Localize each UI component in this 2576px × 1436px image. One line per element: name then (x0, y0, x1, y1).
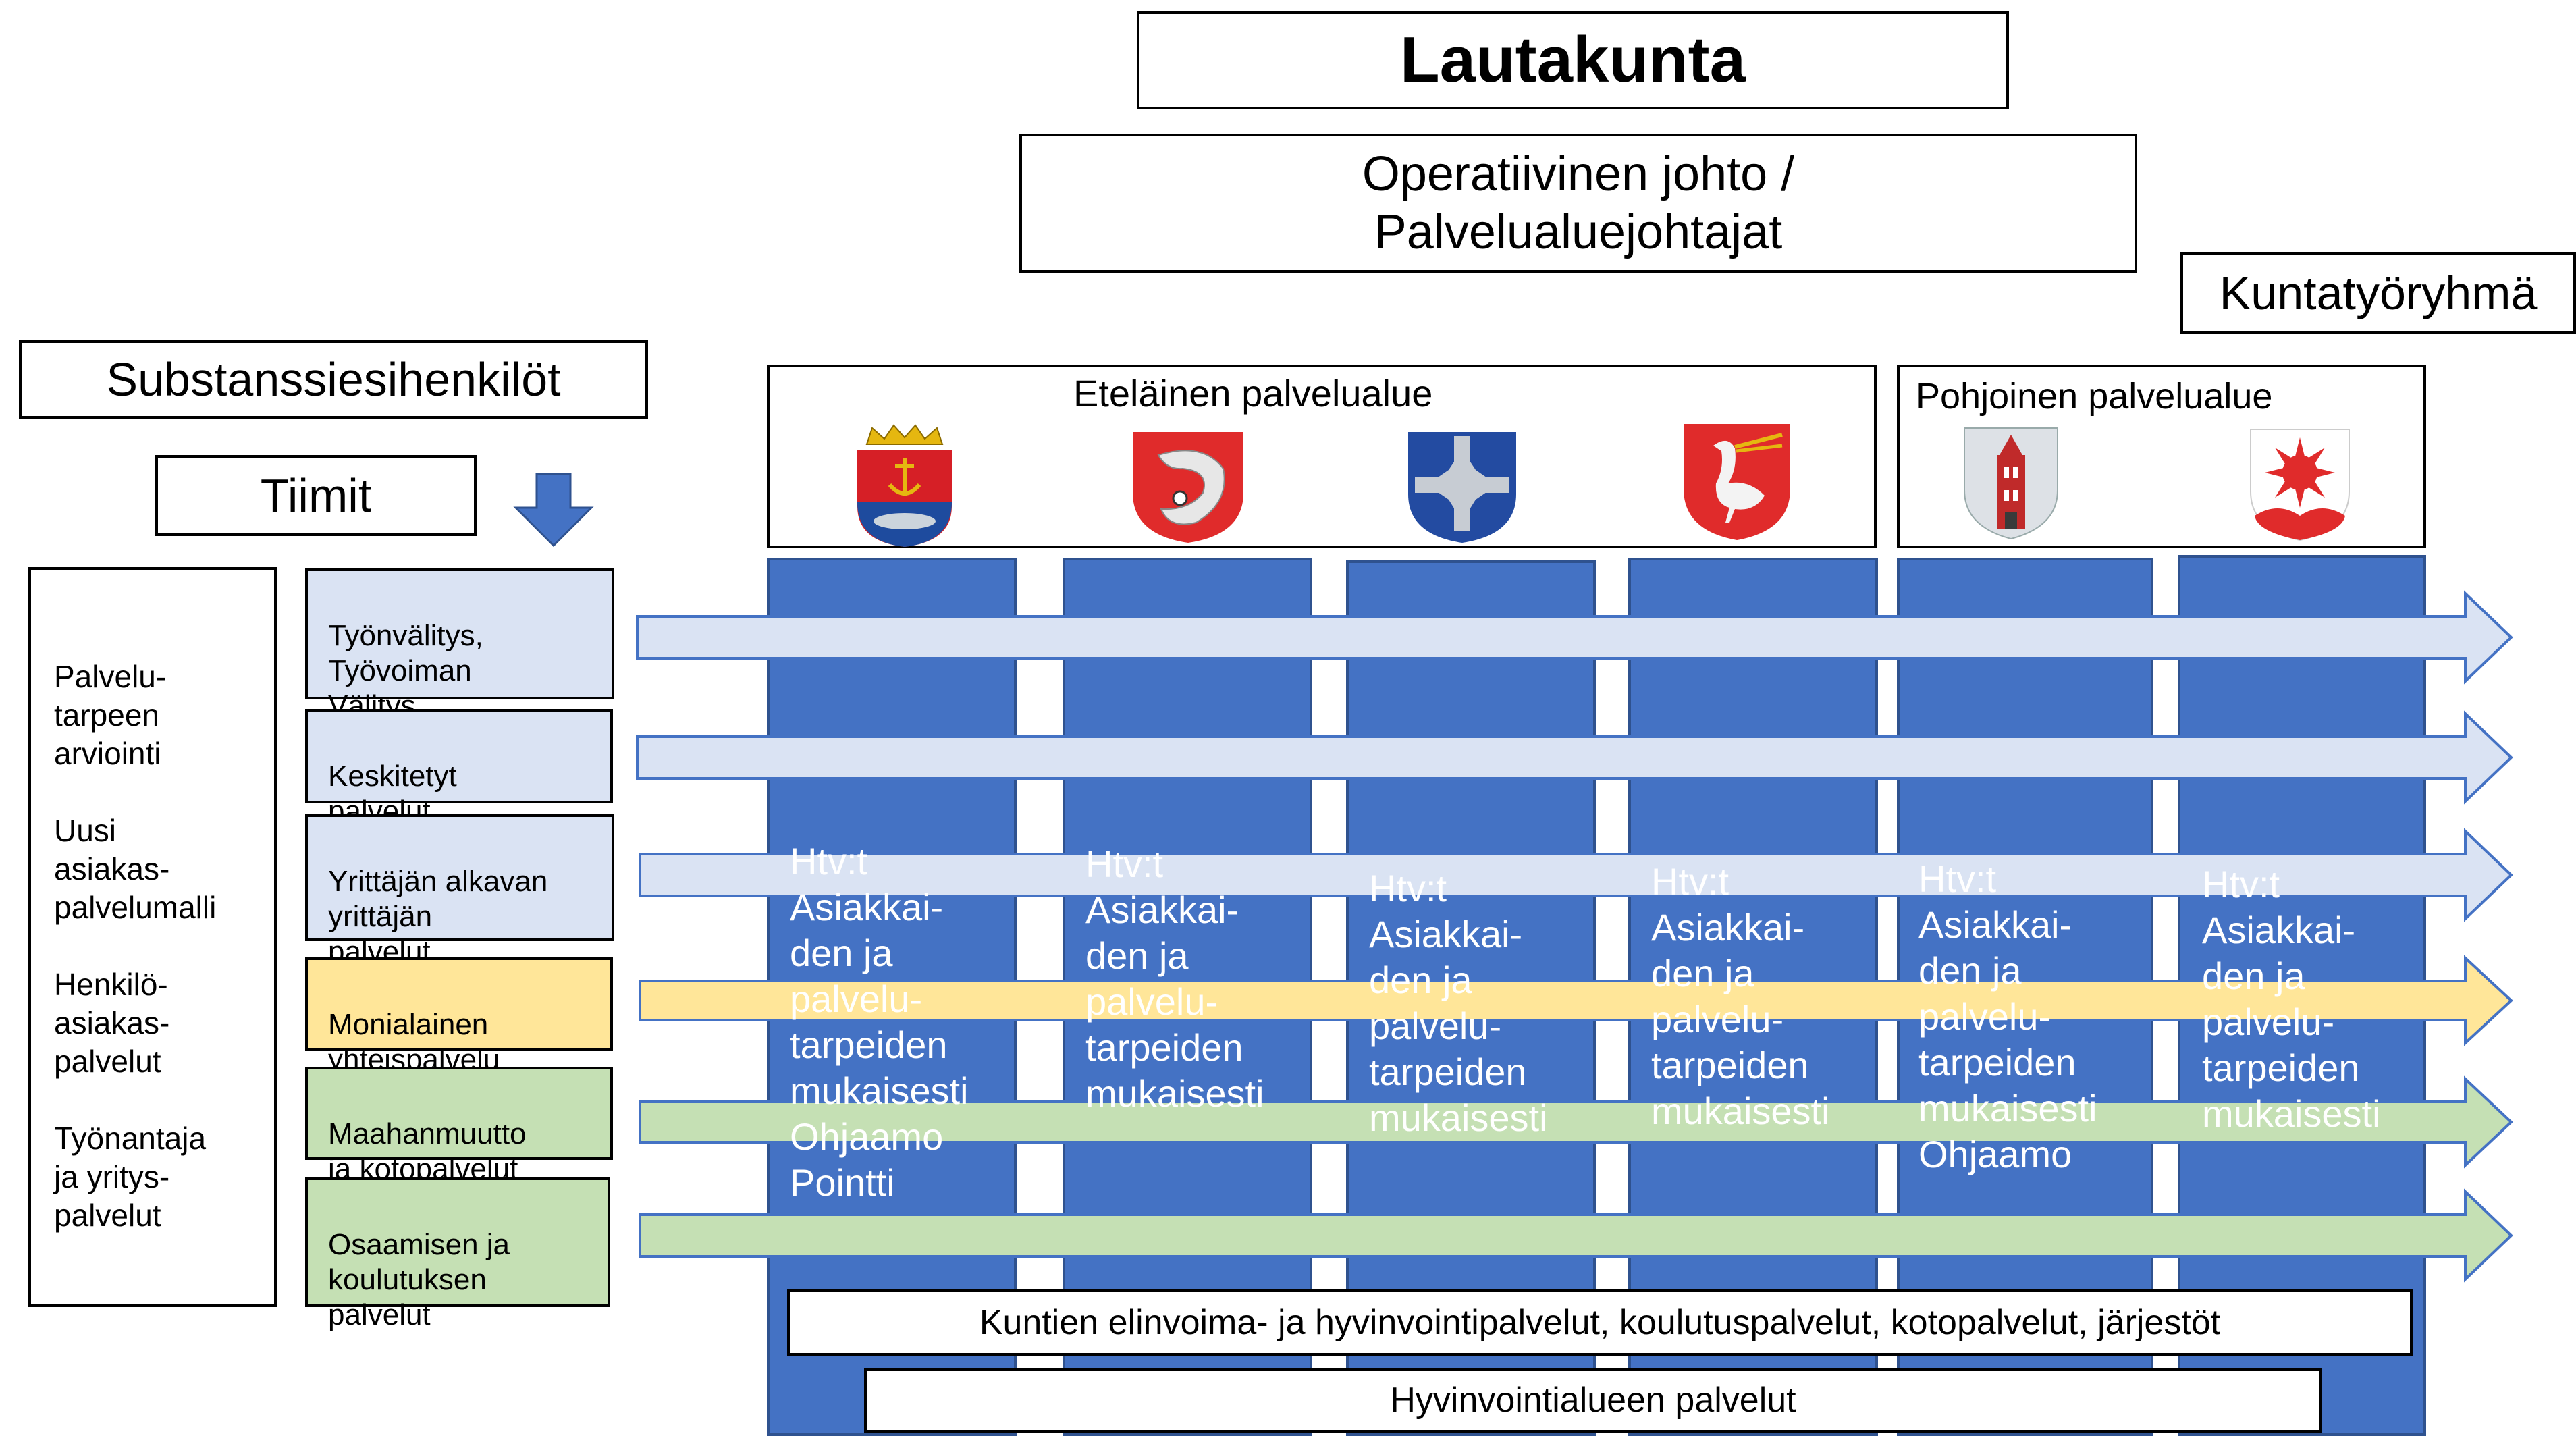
crane-bird-crest-icon (1684, 424, 1790, 540)
service-arrow-2 (636, 710, 2513, 805)
column-1-text: Htv:t Asiakkai- den ja palvelu- tarpeide… (790, 840, 969, 1204)
functions-text: Palvelu- tarpeen arviointi Uusi asiakas-… (54, 659, 217, 1233)
team-tyonvalitys-label: Työnvälitys, Työvoiman Välitys (328, 619, 483, 722)
column-5-text: Htv:t Asiakkai- den ja palvelu- tarpeide… (1918, 857, 2097, 1175)
service-arrow-1 (636, 590, 2513, 685)
municipal-services-bar: Kuntien elinvoima- ja hyvinvointipalvelu… (787, 1289, 2413, 1356)
column-3-text: Htv:t Asiakkai- den ja palvelu- tarpeide… (1369, 867, 1548, 1139)
team-yrittajan: Yrittäjän alkavan yrittäjän palvelut (305, 814, 614, 968)
sun-crest-icon (2250, 429, 2350, 541)
operative-box: Operatiivinen johto / Palvelualuejohtaja… (1019, 134, 2137, 273)
lautakunta-title: Lautakunta (1399, 24, 1746, 96)
lautakunta-box: Lautakunta (1137, 11, 2009, 109)
team-osaamisen: Osaamisen ja koulutuksen palvelut (305, 1177, 610, 1331)
tiimit-box: Tiimit (155, 455, 477, 536)
column-6-text: Htv:t Asiakkai- den ja palvelu- tarpeide… (2202, 863, 2381, 1135)
service-arrow-4 (639, 955, 2513, 1046)
municipal-services-label: Kuntien elinvoima- ja hyvinvointipalvelu… (979, 1303, 2221, 1342)
wellbeing-services-label: Hyvinvointialueen palvelut (1390, 1381, 1796, 1420)
team-monialainen: Monialainen yhteispalvelu (305, 957, 613, 1076)
blue-cross-crest-icon (1408, 432, 1516, 543)
column-4-text: Htv:t Asiakkai- den ja palvelu- tarpeide… (1651, 860, 1830, 1132)
team-tyonvalitys: Työnvälitys, Työvoiman Välitys (305, 568, 614, 722)
crown-anchor-fish-crest-icon (857, 424, 952, 547)
tiimit-label: Tiimit (260, 469, 372, 522)
red-tower-crest-icon (1964, 427, 2058, 540)
down-arrow-icon (513, 473, 594, 548)
north-region-title: Pohjoinen palvelualue (1916, 376, 2273, 417)
team-osaamisen-label: Osaamisen ja koulutuksen palvelut (328, 1228, 510, 1331)
team-maahanmuutto: Maahanmuutto ja kotopalvelut (305, 1067, 613, 1186)
south-region-title: Eteläinen palvelualue (1073, 372, 1433, 415)
team-keskitetyt: Keskitetyt palvelut (305, 709, 613, 828)
team-maahanmuutto-label: Maahanmuutto ja kotopalvelut (328, 1117, 527, 1186)
wellbeing-services-bar: Hyvinvointialueen palvelut (864, 1368, 2322, 1433)
service-arrow-5 (639, 1075, 2513, 1169)
kuntatyoryhma-label: Kuntatyöryhmä (2219, 267, 2538, 319)
operative-label: Operatiivinen johto / Palvelualuejohtaja… (1362, 147, 1795, 259)
service-arrow-6 (639, 1188, 2513, 1283)
substanssi-box: Substanssiesihenkilöt (19, 340, 648, 419)
team-monialainen-label: Monialainen yhteispalvelu (328, 1008, 500, 1076)
substanssi-label: Substanssiesihenkilöt (106, 353, 561, 406)
pike-crest-icon (1133, 432, 1243, 543)
column-2-text: Htv:t Asiakkai- den ja palvelu- tarpeide… (1085, 843, 1264, 1115)
kuntatyoryhma-box: Kuntatyöryhmä (2180, 252, 2576, 334)
service-arrow-3 (639, 828, 2513, 922)
functions-box: Palvelu- tarpeen arviointi Uusi asiakas-… (28, 567, 277, 1307)
